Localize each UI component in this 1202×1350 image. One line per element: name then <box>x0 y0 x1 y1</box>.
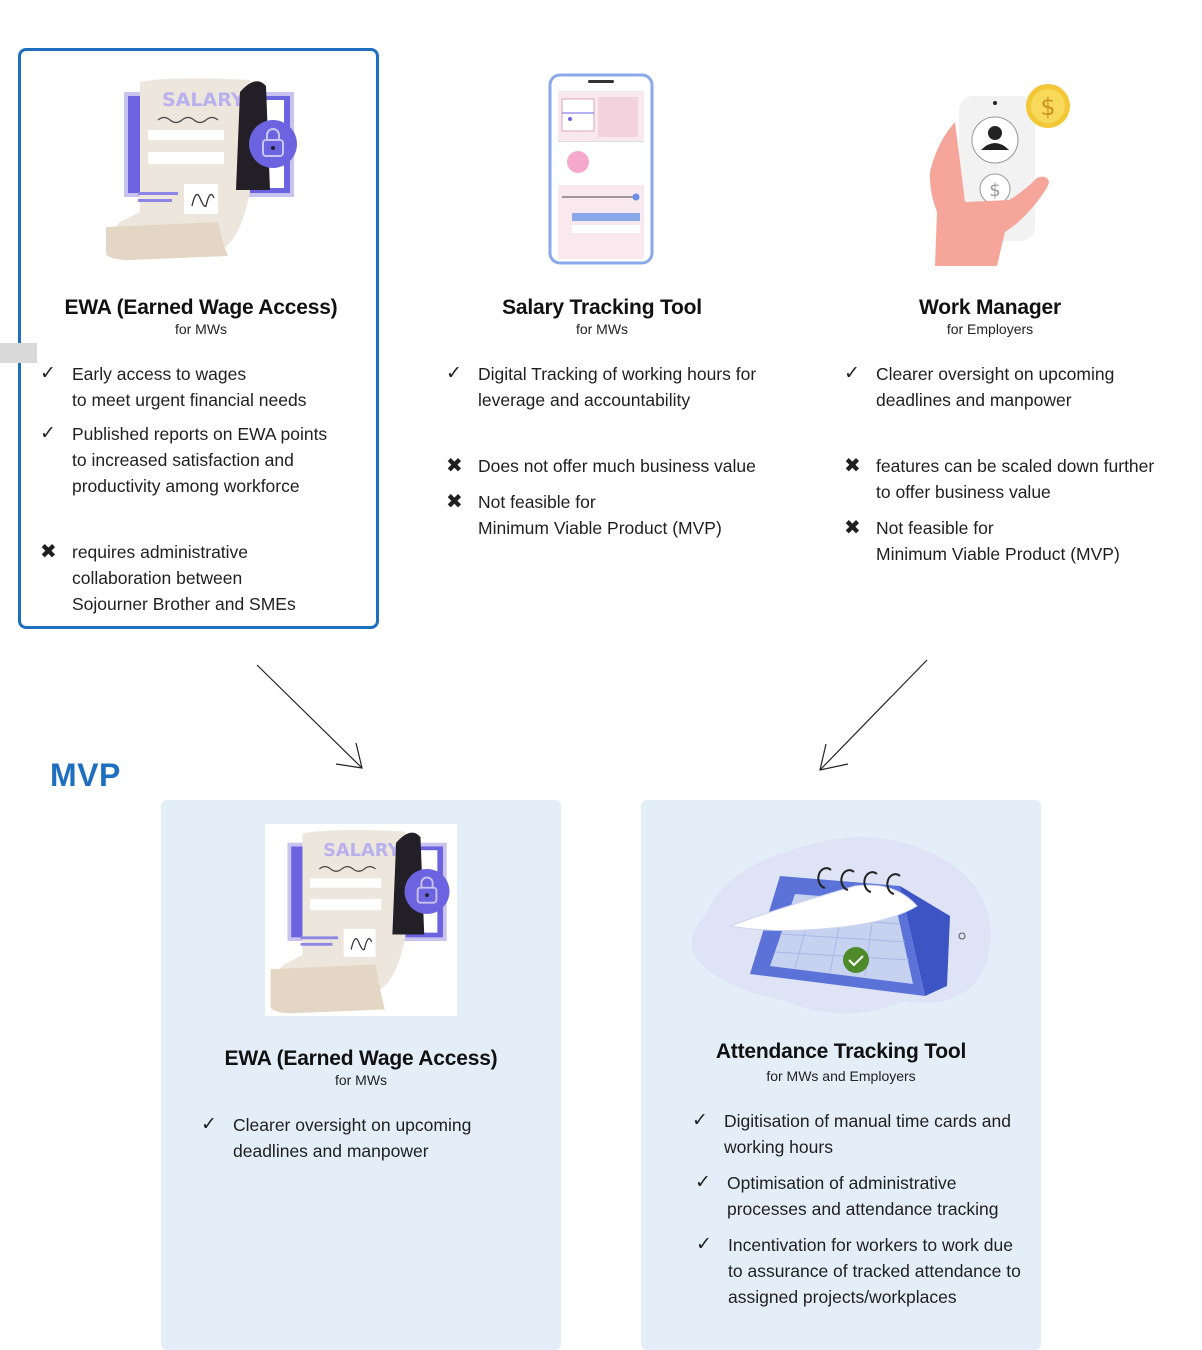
svg-text:SALARY: SALARY <box>162 89 245 111</box>
check-icon: ✓ <box>695 1172 711 1193</box>
option-subtitle-ewa: for MWs <box>174 321 228 337</box>
side-tab <box>0 343 37 363</box>
pro-item: ✓ Clearer oversight on upcoming deadline… <box>201 1114 472 1161</box>
pro-item: ✓ Digital Tracking of working hours for … <box>446 363 757 410</box>
phone-app-illustration <box>548 73 656 267</box>
check-icon: ✓ <box>201 1114 217 1135</box>
svg-text:$: $ <box>1040 93 1055 121</box>
mvp-subtitle-attendance: for MWs and Employers <box>766 1068 916 1084</box>
flow-arrows <box>256 659 928 771</box>
cross-icon: ✖ <box>40 541 57 563</box>
svg-text:SALARY: SALARY <box>323 840 401 861</box>
salary-slip-lock-illustration: SALARY <box>265 824 457 1016</box>
option-subtitle-salary-tracking: for MWs <box>575 321 629 337</box>
option-subtitle-work-manager: for Employers <box>946 321 1034 337</box>
option-title-work-manager: Work Manager <box>919 296 1061 319</box>
calendar-check-illustration <box>685 826 1000 1026</box>
option-title-ewa: EWA (Earned Wage Access) <box>64 296 338 319</box>
pro-item: ✓ Digitisation of manual time cards and … <box>692 1110 1011 1157</box>
pro-item: ✓ Early access to wages to meet urgent f… <box>40 363 307 410</box>
hand-phone-coin-illustration: $ $ <box>925 82 1075 268</box>
check-icon: ✓ <box>696 1234 712 1255</box>
con-item: ✖ Not feasible for Minimum Viable Produc… <box>446 491 722 538</box>
check-icon: ✓ <box>692 1110 708 1131</box>
pro-item: ✓ Optimisation of administrative process… <box>695 1172 999 1219</box>
pro-item: ✓ Clearer oversight on upcoming deadline… <box>844 363 1115 410</box>
check-icon: ✓ <box>40 363 56 384</box>
con-item: ✖ features can be scaled down further to… <box>844 455 1155 502</box>
cross-icon: ✖ <box>446 491 463 513</box>
arrow-to-ewa <box>256 664 363 769</box>
mvp-label: MVP <box>50 757 121 793</box>
svg-text:$: $ <box>989 180 1000 201</box>
mvp-subtitle-ewa: for MWs <box>334 1072 388 1088</box>
check-icon: ✓ <box>40 423 56 444</box>
con-item: ✖ Not feasible for Minimum Viable Produc… <box>844 517 1120 564</box>
option-title-salary-tracking: Salary Tracking Tool <box>502 296 702 319</box>
con-item: ✖ Does not offer much business value <box>446 455 756 477</box>
pro-item: ✓ Published reports on EWA points to inc… <box>40 423 328 496</box>
pro-item: ✓ Incentivation for workers to work due … <box>696 1234 1021 1307</box>
check-icon: ✓ <box>446 363 462 384</box>
cross-icon: ✖ <box>844 517 861 539</box>
selected-option-frame <box>18 48 379 629</box>
mvp-title-attendance: Attendance Tracking Tool <box>715 1040 967 1063</box>
check-icon: ✓ <box>844 363 860 384</box>
con-item: ✖ requires administrative collaboration … <box>40 541 296 614</box>
salary-slip-lock-illustration: SALARY <box>100 72 305 262</box>
mvp-title-ewa: EWA (Earned Wage Access) <box>224 1047 498 1070</box>
cross-icon: ✖ <box>446 455 463 477</box>
cross-icon: ✖ <box>844 455 861 477</box>
arrow-to-attendance <box>819 659 928 771</box>
